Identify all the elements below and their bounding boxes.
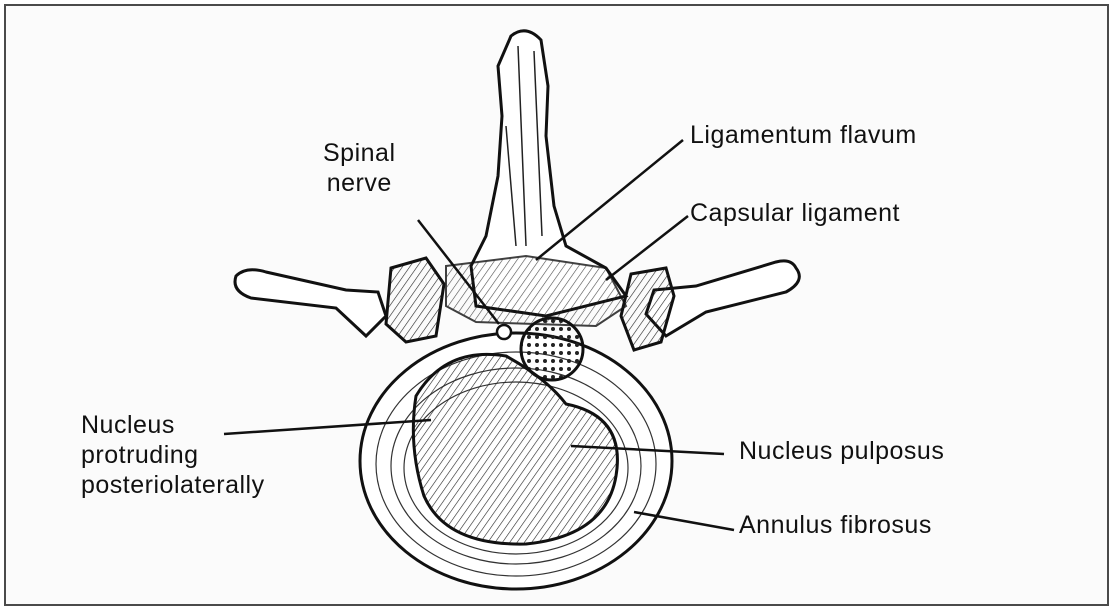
- left-articular-facet: [386, 258, 444, 342]
- vertebra-illustration: [6, 6, 1111, 608]
- spinal-nerve: [497, 325, 511, 339]
- nucleus-protruding-label: Nucleus protruding posteriolaterally: [81, 410, 265, 500]
- left-transverse-process: [235, 270, 386, 336]
- spinal-cord: [521, 318, 583, 380]
- capsular-ligament-label: Capsular ligament: [690, 198, 900, 228]
- spinal-nerve-label: Spinal nerve: [323, 138, 396, 198]
- diagram-frame: Spinal nerve Ligamentum flavum Capsular …: [4, 4, 1109, 606]
- annulus-fibrosus-label: Annulus fibrosus: [739, 510, 932, 540]
- ligamentum-flavum-label: Ligamentum flavum: [690, 120, 917, 150]
- nucleus-pulposus-label: Nucleus pulposus: [739, 436, 944, 466]
